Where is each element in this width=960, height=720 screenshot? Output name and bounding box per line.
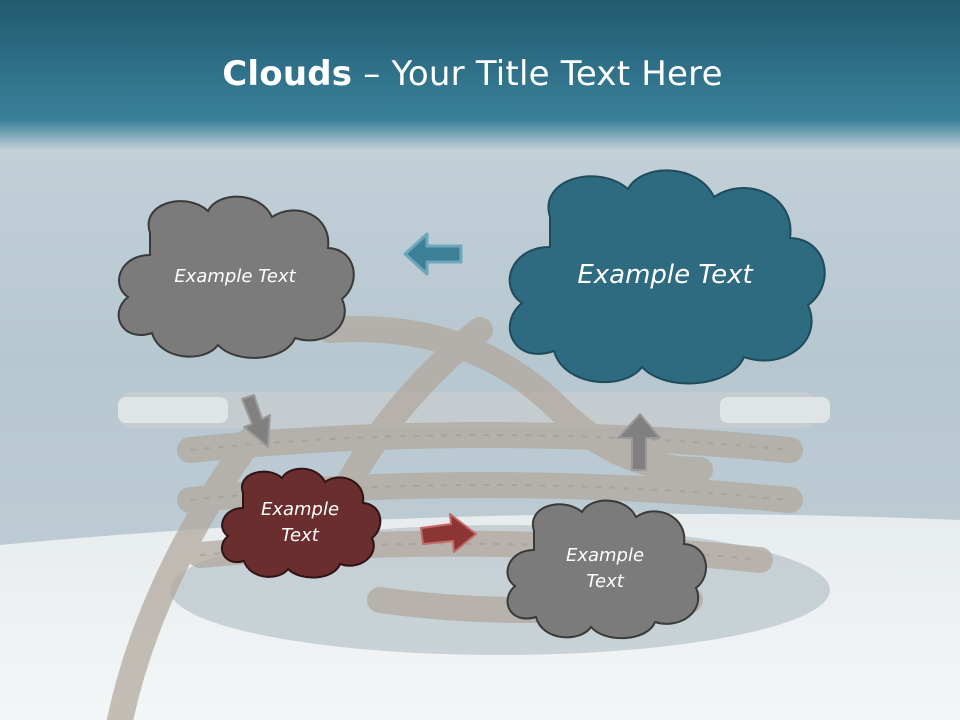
cloud-shape xyxy=(508,169,826,385)
title-bar xyxy=(0,0,960,150)
cloud-bottom-left-text: Example Text xyxy=(216,466,384,580)
cloud-top-right-text: Example Text xyxy=(577,260,753,291)
cloud-bottom-right-text: Example Text xyxy=(500,497,710,641)
cloud-shape xyxy=(117,195,355,359)
arrow-down-icon xyxy=(241,394,271,448)
arrow-left-icon xyxy=(403,232,463,276)
cloud-top-right[interactable]: Example Text xyxy=(498,165,832,387)
arrow-up-icon xyxy=(617,413,661,471)
arrow-right-icon xyxy=(420,513,477,553)
cloud-bottom-right[interactable]: Example Text xyxy=(500,497,710,641)
title-rest: – Your Title Text Here xyxy=(352,54,723,94)
cloud-shape xyxy=(221,467,382,579)
cloud-bottom-right-label: Example Text xyxy=(565,544,645,592)
slide-title: Clouds – Your Title Text Here xyxy=(0,54,945,94)
cloud-top-left-text: Example Text xyxy=(174,265,296,287)
cloud-shape xyxy=(506,499,707,640)
cloud-bottom-left[interactable]: Example Text xyxy=(216,466,384,580)
title-bold: Clouds xyxy=(222,54,353,94)
cloud-bottom-left-label: Example Text xyxy=(260,498,340,546)
cloud-top-left[interactable]: Example Text xyxy=(110,193,360,361)
